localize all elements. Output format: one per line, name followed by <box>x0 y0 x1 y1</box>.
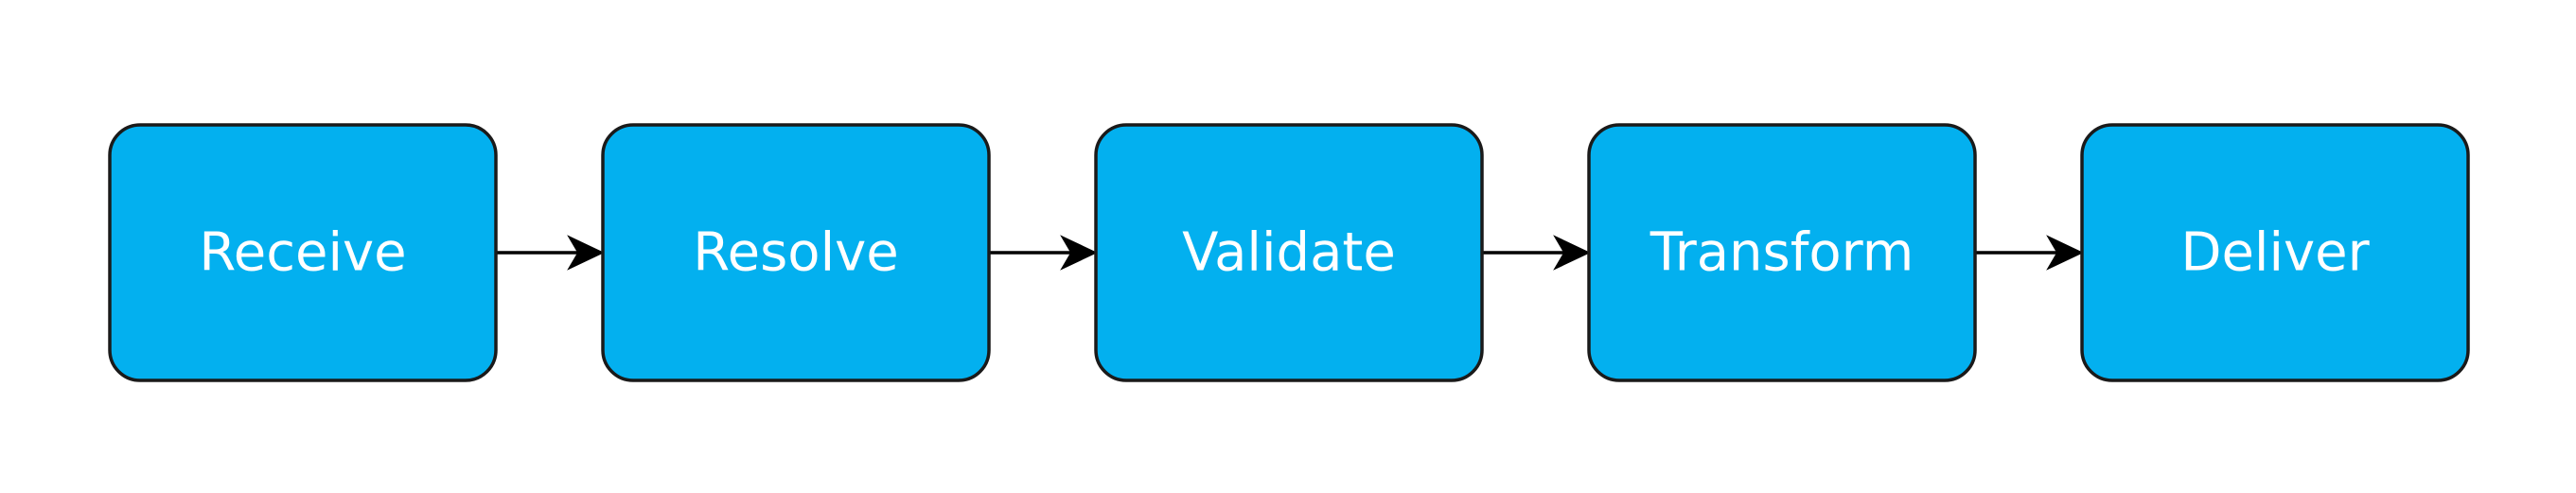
arrowhead-icon <box>1553 235 1591 271</box>
arrowhead-icon <box>567 235 605 271</box>
node-deliver: Deliver <box>2080 123 2470 382</box>
node-box-validate <box>1094 123 1484 382</box>
edge-transform-to-deliver <box>1975 235 2084 271</box>
edges-layer <box>496 235 2084 271</box>
node-label-deliver: Deliver <box>2180 222 2370 284</box>
node-label-receive: Receive <box>199 222 406 284</box>
nodes-layer: Receive Resolve Validate Transform Deliver <box>108 123 2470 382</box>
edge-receive-to-resolve <box>496 235 605 271</box>
arrowhead-icon <box>2046 235 2084 271</box>
node-box-resolve <box>601 123 991 382</box>
edge-validate-to-transform <box>1482 235 1591 271</box>
node-label-validate: Validate <box>1182 222 1396 284</box>
node-validate: Validate <box>1094 123 1484 382</box>
node-transform: Transform <box>1587 123 1977 382</box>
node-box-deliver <box>2080 123 2470 382</box>
node-box-receive <box>108 123 498 382</box>
node-box-transform <box>1587 123 1977 382</box>
edge-resolve-to-validate <box>989 235 1098 271</box>
node-receive: Receive <box>108 123 498 382</box>
node-resolve: Resolve <box>601 123 991 382</box>
node-label-resolve: Resolve <box>693 222 898 284</box>
arrowhead-icon <box>1060 235 1098 271</box>
node-label-transform: Transform <box>1650 222 1914 284</box>
